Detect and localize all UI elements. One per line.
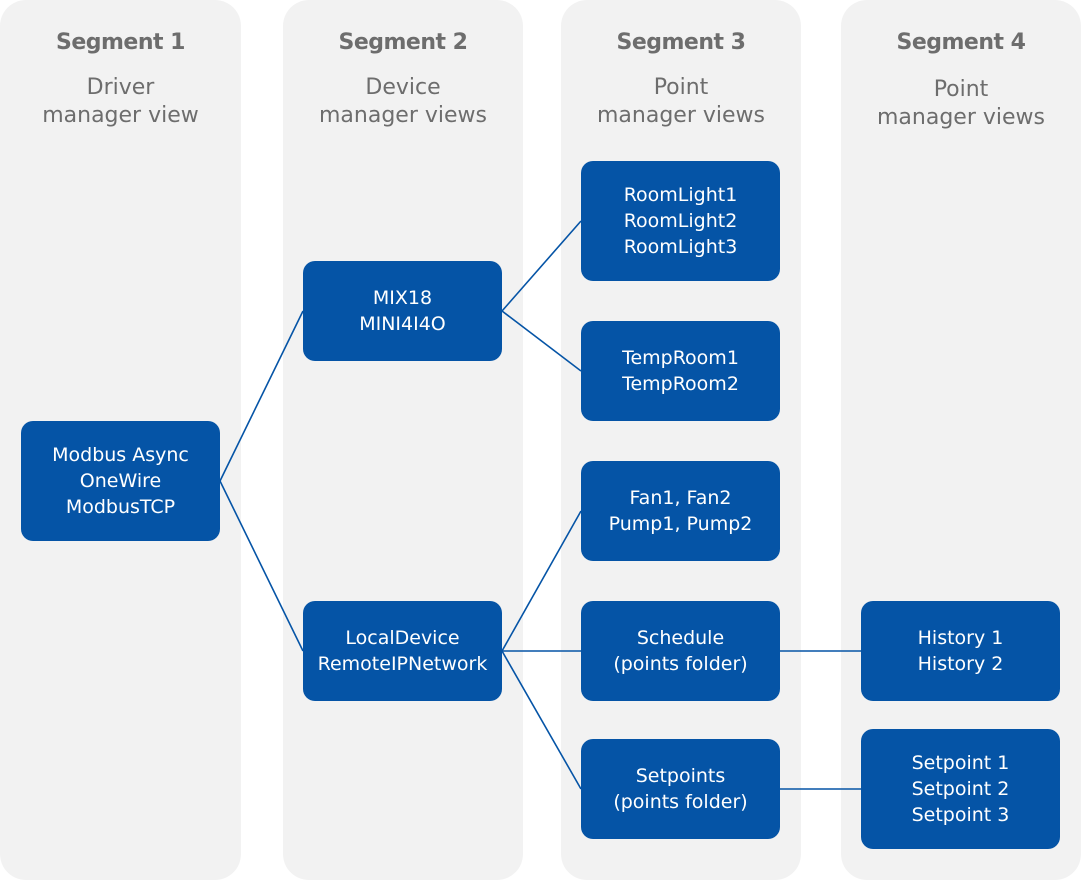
node-roomlight[interactable]: RoomLight1 RoomLight2 RoomLight3 — [581, 161, 780, 281]
segment-2-title: Segment 2 — [338, 30, 468, 55]
node-drivers[interactable]: Modbus Async OneWire ModbusTCP — [21, 421, 220, 541]
node-fanpump[interactable]: Fan1, Fan2 Pump1, Pump2 — [581, 461, 780, 561]
link-mix-roomlight — [501, 220, 582, 312]
node-roomlight-line: RoomLight3 — [623, 236, 738, 258]
segment-3-subtitle: Point manager views — [561, 74, 801, 130]
node-setpoints-line: Setpoints — [635, 765, 726, 787]
segment-1-subtitle-line: manager view — [42, 103, 199, 128]
node-setpointlist-line: Setpoint 3 — [911, 804, 1010, 826]
node-temproom[interactable]: TempRoom1 TempRoom2 — [581, 321, 780, 421]
link-drivers-mix — [219, 310, 304, 482]
segment-1-title: Segment 1 — [55, 30, 186, 55]
node-temproom-line: TempRoom1 — [622, 347, 739, 369]
node-local-line: RemoteIPNetwork — [317, 653, 488, 675]
node-drivers-line: ModbusTCP — [65, 496, 176, 518]
segment-3-subtitle-line: manager views — [597, 103, 765, 128]
node-fanpump-line: Fan1, Fan2 — [629, 487, 732, 509]
segment-2-subtitle-line: manager views — [319, 103, 487, 128]
link-local-fanpump — [501, 510, 582, 652]
segment-4-title: Segment 4 — [896, 30, 1026, 55]
node-fanpump-line: Pump1, Pump2 — [608, 513, 753, 535]
segment-1-subtitle: Driver manager view — [0, 74, 241, 130]
node-mix-line: MINI4I4O — [359, 313, 446, 335]
node-local[interactable]: LocalDevice RemoteIPNetwork — [303, 601, 502, 701]
node-setpointlist-line: Setpoint 2 — [911, 778, 1010, 800]
segment-2-subtitle: Device manager views — [283, 74, 523, 130]
link-mix-temproom — [501, 310, 582, 372]
segment-1-subtitle-line: Driver — [86, 75, 155, 100]
node-setpoints-line: (points folder) — [613, 791, 748, 813]
node-drivers-line: OneWire — [79, 470, 162, 492]
segment-4-subtitle-line: manager views — [877, 105, 1045, 130]
node-local-line: LocalDevice — [345, 627, 460, 649]
node-setpointlist-line: Setpoint 1 — [911, 752, 1010, 774]
node-drivers-line: Modbus Async — [52, 444, 189, 466]
node-history-line: History 1 — [917, 627, 1004, 649]
node-mix[interactable]: MIX18 MINI4I4O — [303, 261, 502, 361]
node-schedule-line: (points folder) — [613, 653, 748, 675]
node-roomlight-line: RoomLight1 — [623, 184, 738, 206]
node-history-line: History 2 — [917, 653, 1004, 675]
node-history[interactable]: History 1 History 2 — [861, 601, 1060, 701]
segment-4-subtitle: Point manager views — [841, 76, 1081, 132]
node-roomlight-line: RoomLight2 — [623, 210, 738, 232]
node-schedule-line: Schedule — [636, 627, 725, 649]
segment-2-subtitle-line: Device — [365, 75, 441, 100]
segment-4-subtitle-line: Point — [933, 77, 989, 102]
segment-3-column: Segment 3 Point manager views — [561, 0, 801, 880]
segment-3-subtitle-line: Point — [653, 75, 709, 100]
link-drivers-local — [219, 480, 304, 652]
segment-3-title: Segment 3 — [616, 30, 746, 55]
node-mix-line: MIX18 — [372, 287, 433, 309]
node-setpoints[interactable]: Setpoints (points folder) — [581, 739, 780, 839]
segment-2-column: Segment 2 Device manager views — [283, 0, 523, 880]
node-temproom-line: TempRoom2 — [622, 373, 739, 395]
node-setpointlist[interactable]: Setpoint 1 Setpoint 2 Setpoint 3 — [861, 729, 1060, 849]
node-schedule[interactable]: Schedule (points folder) — [581, 601, 780, 701]
link-local-setpoints — [501, 650, 582, 790]
